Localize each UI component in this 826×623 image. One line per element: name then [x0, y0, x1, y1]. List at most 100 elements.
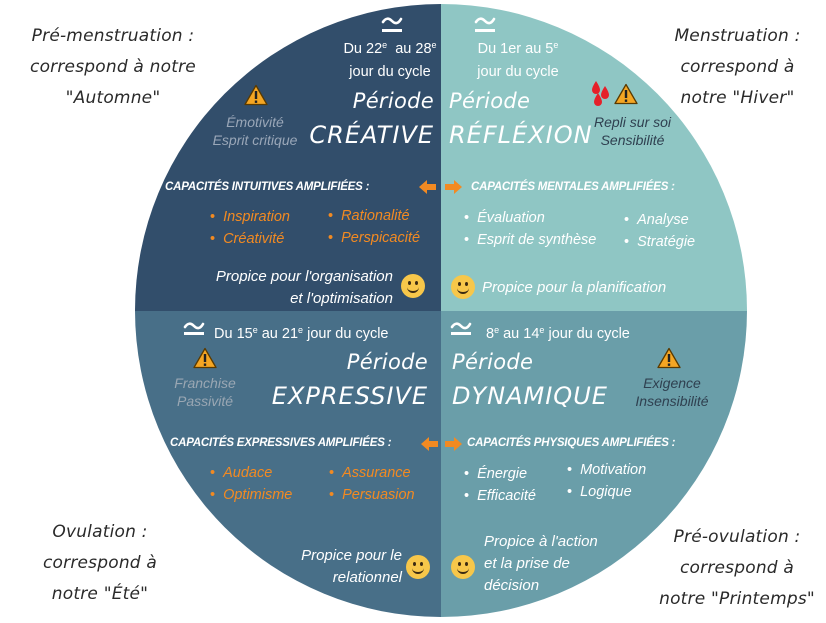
dynamique-propice: Propice à l'action et la prise de décisi… [484, 531, 598, 597]
creative-title: Période CRÉATIVE [300, 84, 434, 152]
wave-icon [450, 322, 472, 335]
days-text: au 28 [387, 41, 432, 57]
warning-item: Insensibilité [635, 393, 709, 409]
propice-line: Propice pour la planification [482, 279, 667, 296]
ordinal-suffix: e [252, 325, 258, 335]
capacity-item: Optimisme [210, 484, 292, 506]
days-text: jour du cycle [303, 326, 389, 342]
ordinal-suffix: e [382, 40, 388, 50]
capacity-item: Analyse [624, 209, 695, 231]
days-text: au 14 [499, 326, 540, 342]
period-name: CRÉATIVE [309, 121, 434, 149]
creative-warnings: Émotivité Esprit critique [190, 113, 320, 149]
capacity-item: Efficacité [464, 485, 536, 507]
quadrant-reflexion [441, 4, 747, 311]
arrow-right-icon [445, 180, 462, 194]
ordinal-suffix: e [539, 325, 545, 335]
period-name: EXPRESSIVE [271, 382, 428, 410]
warning-item: Repli sur soi [593, 114, 672, 130]
capacity-item: Perspicacité [328, 227, 420, 249]
warning-icon [657, 347, 681, 369]
reflexion-warnings: Repli sur soi Sensibilité [580, 113, 685, 149]
capacity-item: Esprit de synthèse [464, 229, 596, 251]
days-text: Du 1er au 5 [477, 41, 554, 57]
warning-icon [193, 347, 217, 369]
capacity-item: Assurance [329, 462, 415, 484]
creative-capacities-col1: Inspiration Créativité [210, 206, 290, 250]
capacity-item: Évaluation [464, 207, 596, 229]
expressive-days: Du 15e au 21e jour du cycle [214, 319, 389, 346]
expressive-capacities-col1: Audace Optimisme [210, 462, 292, 506]
creative-days-line1: Du 22e au 28e [305, 34, 475, 61]
warning-item: Franchise [174, 375, 236, 391]
capacity-item: Énergie [464, 463, 536, 485]
ordinal-suffix: e [431, 40, 437, 50]
capacity-item: Créativité [210, 228, 290, 250]
expressive-capacities-col2: Assurance Persuasion [329, 462, 415, 506]
reflexion-capacities-title: CAPACITÉS MENTALES AMPLIFIÉES : [471, 181, 675, 193]
reflexion-days-line2: jour du cycle [477, 64, 559, 80]
side-note-ovulation: Ovulation : correspond à notre "Été" [15, 517, 185, 610]
ordinal-suffix: e [494, 325, 500, 335]
reflexion-capacities-col1: Évaluation Esprit de synthèse [464, 207, 596, 251]
arrow-left-icon [419, 180, 436, 194]
warning-item: Émotivité [226, 114, 284, 130]
period-label: Période [346, 350, 428, 374]
wave-icon [381, 17, 403, 32]
period-name: RÉFLÉXION [449, 121, 593, 149]
capacity-item: Logique [567, 481, 646, 503]
warning-item: Exigence [643, 375, 701, 391]
expressive-warnings: Franchise Passivité [160, 374, 250, 410]
quadrant-creative [135, 4, 441, 311]
days-text: au 21 [257, 326, 299, 342]
capacity-item: Inspiration [210, 206, 290, 228]
propice-line: relationnel [332, 569, 402, 586]
reflexion-capacities-col2: Analyse Stratégie [624, 209, 695, 253]
days-text: Du 22 [343, 41, 383, 57]
smiley-icon [451, 275, 475, 299]
creative-capacities-title: CAPACITÉS INTUITIVES AMPLIFIÉES : [165, 181, 370, 193]
capacity-item: Stratégie [624, 231, 695, 253]
ordinal-suffix: e [553, 40, 559, 50]
smiley-icon [406, 555, 430, 579]
smiley-icon [401, 274, 425, 298]
capacity-item: Motivation [567, 459, 646, 481]
days-text: Du 15 [214, 326, 253, 342]
propice-line: Propice à l'action [484, 533, 598, 550]
ordinal-suffix: e [298, 325, 304, 335]
warning-icon [244, 84, 268, 106]
wave-icon [474, 17, 496, 32]
propice-line: décision [484, 577, 540, 594]
propice-line: et l'optimisation [290, 290, 393, 307]
cycle-wheel [135, 4, 747, 617]
capacity-item: Rationalité [328, 205, 420, 227]
propice-line: Propice pour le [301, 547, 402, 564]
reflexion-days-line1: Du 1er au 5e [443, 34, 593, 61]
wave-icon [183, 322, 205, 335]
propice-line: Propice pour l'organisation [215, 268, 393, 285]
dynamique-capacities-col1: Énergie Efficacité [464, 463, 536, 507]
warning-item: Passivité [176, 393, 234, 409]
warning-item: Esprit critique [212, 132, 298, 148]
dynamique-warnings: Exigence Insensibilité [622, 374, 722, 410]
arrow-left-icon [421, 437, 438, 451]
dynamique-capacities-title: CAPACITÉS PHYSIQUES AMPLIFIÉES : [467, 437, 676, 449]
side-note-line: correspond à [42, 553, 158, 573]
dynamique-days: 8e au 14e jour du cycle [486, 319, 630, 346]
creative-propice: Propice pour l'organisation et l'optimis… [160, 266, 393, 310]
warning-item: Sensibilité [600, 132, 665, 148]
capacity-item: Persuasion [329, 484, 415, 506]
arrow-right-icon [445, 437, 462, 451]
dynamique-capacities-col2: Motivation Logique [567, 459, 646, 503]
days-text: jour du cycle [544, 326, 630, 342]
expressive-propice: Propice pour le relationnel [262, 545, 402, 589]
reflexion-days: Du 1er au 5e jour du cycle [443, 34, 593, 84]
creative-capacities-col2: Rationalité Perspicacité [328, 205, 420, 249]
creative-days-line2: jour du cycle [349, 64, 431, 80]
reflexion-title: Période RÉFLÉXION [449, 84, 593, 152]
days-text: 8 [486, 326, 495, 342]
capacity-item: Audace [210, 462, 292, 484]
dynamique-title: Période DYNAMIQUE [452, 345, 608, 413]
side-note-line: notre "Été" [51, 584, 149, 604]
period-label: Période [449, 89, 531, 113]
